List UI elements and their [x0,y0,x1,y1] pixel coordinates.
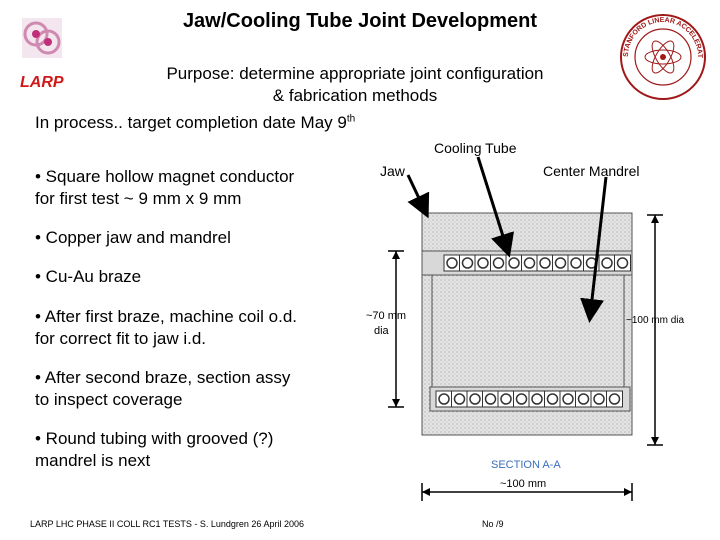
cooling-tube-bore [601,257,613,269]
center-mandrel-label: Center Mandrel [543,163,640,179]
purpose-line-1: Purpose: determine appropriate joint con… [166,64,544,83]
dim-70-label-1: ~70 mm [366,310,406,322]
cooling-tube-bore [546,393,559,405]
bullet-1-line-2: for first test ~ 9 mm x 9 mm [35,189,242,208]
slide-title: Jaw/Cooling Tube Joint Development [182,10,538,32]
bullet-6: • Round tubing with grooved (?) mandrel … [35,428,365,472]
bullet-3-line-1: • Cu-Au braze [35,267,142,286]
cooling-tube-bore [453,393,466,405]
jaw-arrow [406,174,430,219]
cooling-tube-bore [515,393,528,405]
cooling-tube-bore [531,393,543,405]
cooling-tube-bore [608,393,621,405]
cooling-tube-bore [570,257,582,269]
center-mandrel [431,271,625,388]
bullet-5-line-1: • After second braze, section assy [35,368,291,387]
bullet-5: • After second braze, section assy to in… [35,367,365,411]
lower-cooling-tube-row [429,386,631,412]
center-mandrel-arrow [580,176,608,323]
dim-100-bottom-label: ~100 mm [500,478,546,490]
cooling-tube-bore [539,257,551,269]
bullet-6-line-2: mandrel is next [35,451,151,470]
cooling-tube-bore [492,257,505,269]
bullet-1-line-1: • Square hollow magnet conductor [35,167,295,186]
larp-logo: LARP [14,14,84,94]
joint-section-diagram: Cooling Tube Jaw Center Mandrel ~70 mm d… [366,140,685,501]
bullet-4-line-1: • After first braze, machine coil o.d. [35,307,298,326]
cooling-tube-bore [554,257,567,269]
cooling-tube-bore [593,393,605,405]
bullet-4-line-2: for correct fit to jaw i.d. [35,329,206,348]
cooling-tube-bore [438,393,450,405]
bullet-5-line-2: to inspect coverage [35,390,183,409]
cooling-tube-bore [469,393,481,405]
cooling-tube-arrow [476,156,515,258]
upper-cooling-tube-row [421,250,633,276]
cooling-tube-bore [477,257,489,269]
cooling-tube-bore [508,257,520,269]
larp-emblem-icon [22,18,62,58]
dim-70-label-2: dia [374,325,390,337]
dim-100-right-label: ~100 mm dia [626,315,685,326]
bullet-2: • Copper jaw and mandrel [35,227,365,249]
footer-page-number: No /9 [482,519,504,529]
cooling-tube-bore [461,257,474,269]
process-sup: th [346,113,356,125]
jaw-label: Jaw [380,163,406,179]
cooling-tube-bore [616,257,629,269]
cooling-tube-bore [562,393,574,405]
purpose-text: Purpose: determine appropriate joint con… [120,63,590,107]
process-text: In process.. target completion date May … [35,113,355,133]
bullet-1: • Square hollow magnet conductor for fir… [35,166,365,210]
bullet-6-line-1: • Round tubing with grooved (?) [35,429,274,448]
cooling-tube-label: Cooling Tube [434,140,517,156]
bullet-4: • After first braze, machine coil o.d. f… [35,306,365,350]
cooling-tube-bore [484,393,497,405]
cooling-tube-bore [500,393,512,405]
larp-logo-text: LARP [20,74,64,91]
process-main: In process.. target completion date May … [35,113,347,132]
cooling-tube-bore [523,257,536,269]
bullet-2-line-1: • Copper jaw and mandrel [35,228,231,247]
slac-seal-icon: STANFORD LINEAR ACCELERATOR CENTER 1962 [615,7,706,100]
purpose-line-2: & fabrication methods [272,86,438,105]
section-label: SECTION A-A [491,459,561,471]
footer-left: LARP LHC PHASE II COLL RC1 TESTS - S. Lu… [30,519,304,529]
cooling-tube-bore [446,257,458,269]
bullet-3: • Cu-Au braze [35,266,365,288]
cooling-tube-bore [577,393,590,405]
slac-seal: STANFORD LINEAR ACCELERATOR CENTER 1962 [615,7,708,102]
